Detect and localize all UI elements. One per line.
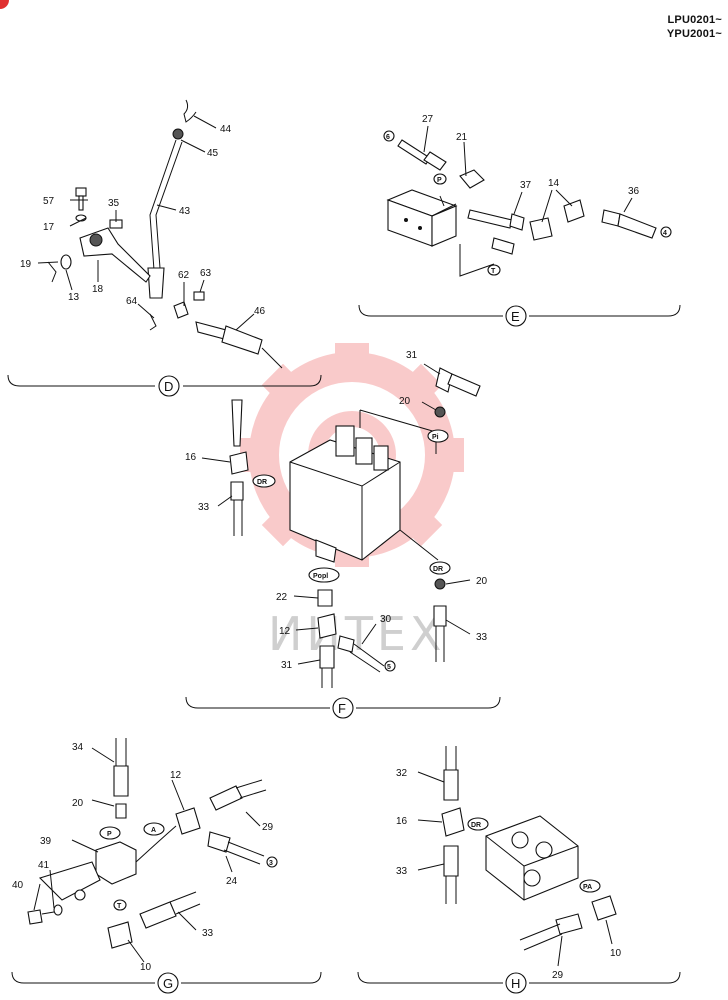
part-label: 37 [520,180,532,191]
port-label: T [491,268,496,275]
part-label: 18 [92,284,104,295]
part-label: 30 [380,614,392,625]
part-label: 33 [198,502,210,513]
section-d: D 44 45 43 57 35 17 19 13 [7,99,322,397]
part-label: 39 [40,836,52,847]
part-label: 64 [126,296,138,307]
part-label: 12 [279,626,291,637]
part-label: 14 [548,178,560,189]
port-label: Popl [313,573,328,580]
part-label: 43 [179,206,191,217]
section-g-label: G [163,976,173,991]
port-label: PA [583,884,592,891]
port-label: T [117,903,122,910]
part-label: 31 [281,660,293,671]
part-label: 34 [72,742,84,753]
section-g: G P A 3 T 34 20 [11,738,322,994]
part-label: 40 [12,880,24,891]
port-label: DR [471,822,481,829]
port-label: DR [433,566,443,573]
part-label: 57 [43,196,55,207]
part-label: 32 [396,768,408,779]
model-code-2: YPU2001~ [666,28,722,40]
part-label: 24 [226,876,238,887]
part-label: 20 [399,396,411,407]
port-label: P [437,177,442,184]
port-label: 4 [663,230,667,237]
part-label: 13 [68,292,80,303]
part-label: 41 [38,860,50,871]
part-label: 31 [406,350,418,361]
port-label: 5 [387,664,391,671]
part-label: 10 [610,948,622,959]
part-label: 17 [43,222,55,233]
port-label: P [107,831,112,838]
part-label: 10 [140,962,152,973]
part-label: 21 [456,132,468,143]
part-label: 46 [254,306,266,317]
part-label: 20 [476,576,488,587]
port-label: DR [257,479,267,486]
part-label: 44 [220,124,232,135]
part-label: 33 [202,928,214,939]
part-label: 22 [276,592,288,603]
part-label: 16 [185,452,197,463]
part-label: 33 [396,866,408,877]
part-label: 35 [108,198,120,209]
part-label: 45 [207,148,219,159]
corner-marker [0,0,9,9]
part-label: 27 [422,114,434,125]
section-e: E 6 P 4 T 27 21 37 14 [358,114,681,327]
part-label: 20 [72,798,84,809]
part-label: 62 [178,270,190,281]
port-label: 6 [386,134,390,141]
part-label: 63 [200,268,212,279]
part-label: 33 [476,632,488,643]
section-h: H DR PA 32 16 33 10 29 [357,746,681,994]
part-label: 19 [20,259,32,270]
part-label: 29 [552,970,564,981]
section-d-label: D [164,379,173,394]
port-label: Pi [432,434,439,441]
model-code-1: LPU0201~ [667,14,722,26]
section-h-label: H [511,976,520,991]
part-label: 29 [262,822,274,833]
port-label: 3 [269,860,273,867]
part-label: 36 [628,186,640,197]
section-f: F Pi DR Popl 5 [185,350,501,719]
watermark-text: ИИТЕХ [268,607,446,661]
section-e-label: E [511,309,520,324]
section-f-label: F [338,701,346,716]
port-label: A [151,827,156,834]
part-label: 12 [170,770,182,781]
part-label: 16 [396,816,408,827]
